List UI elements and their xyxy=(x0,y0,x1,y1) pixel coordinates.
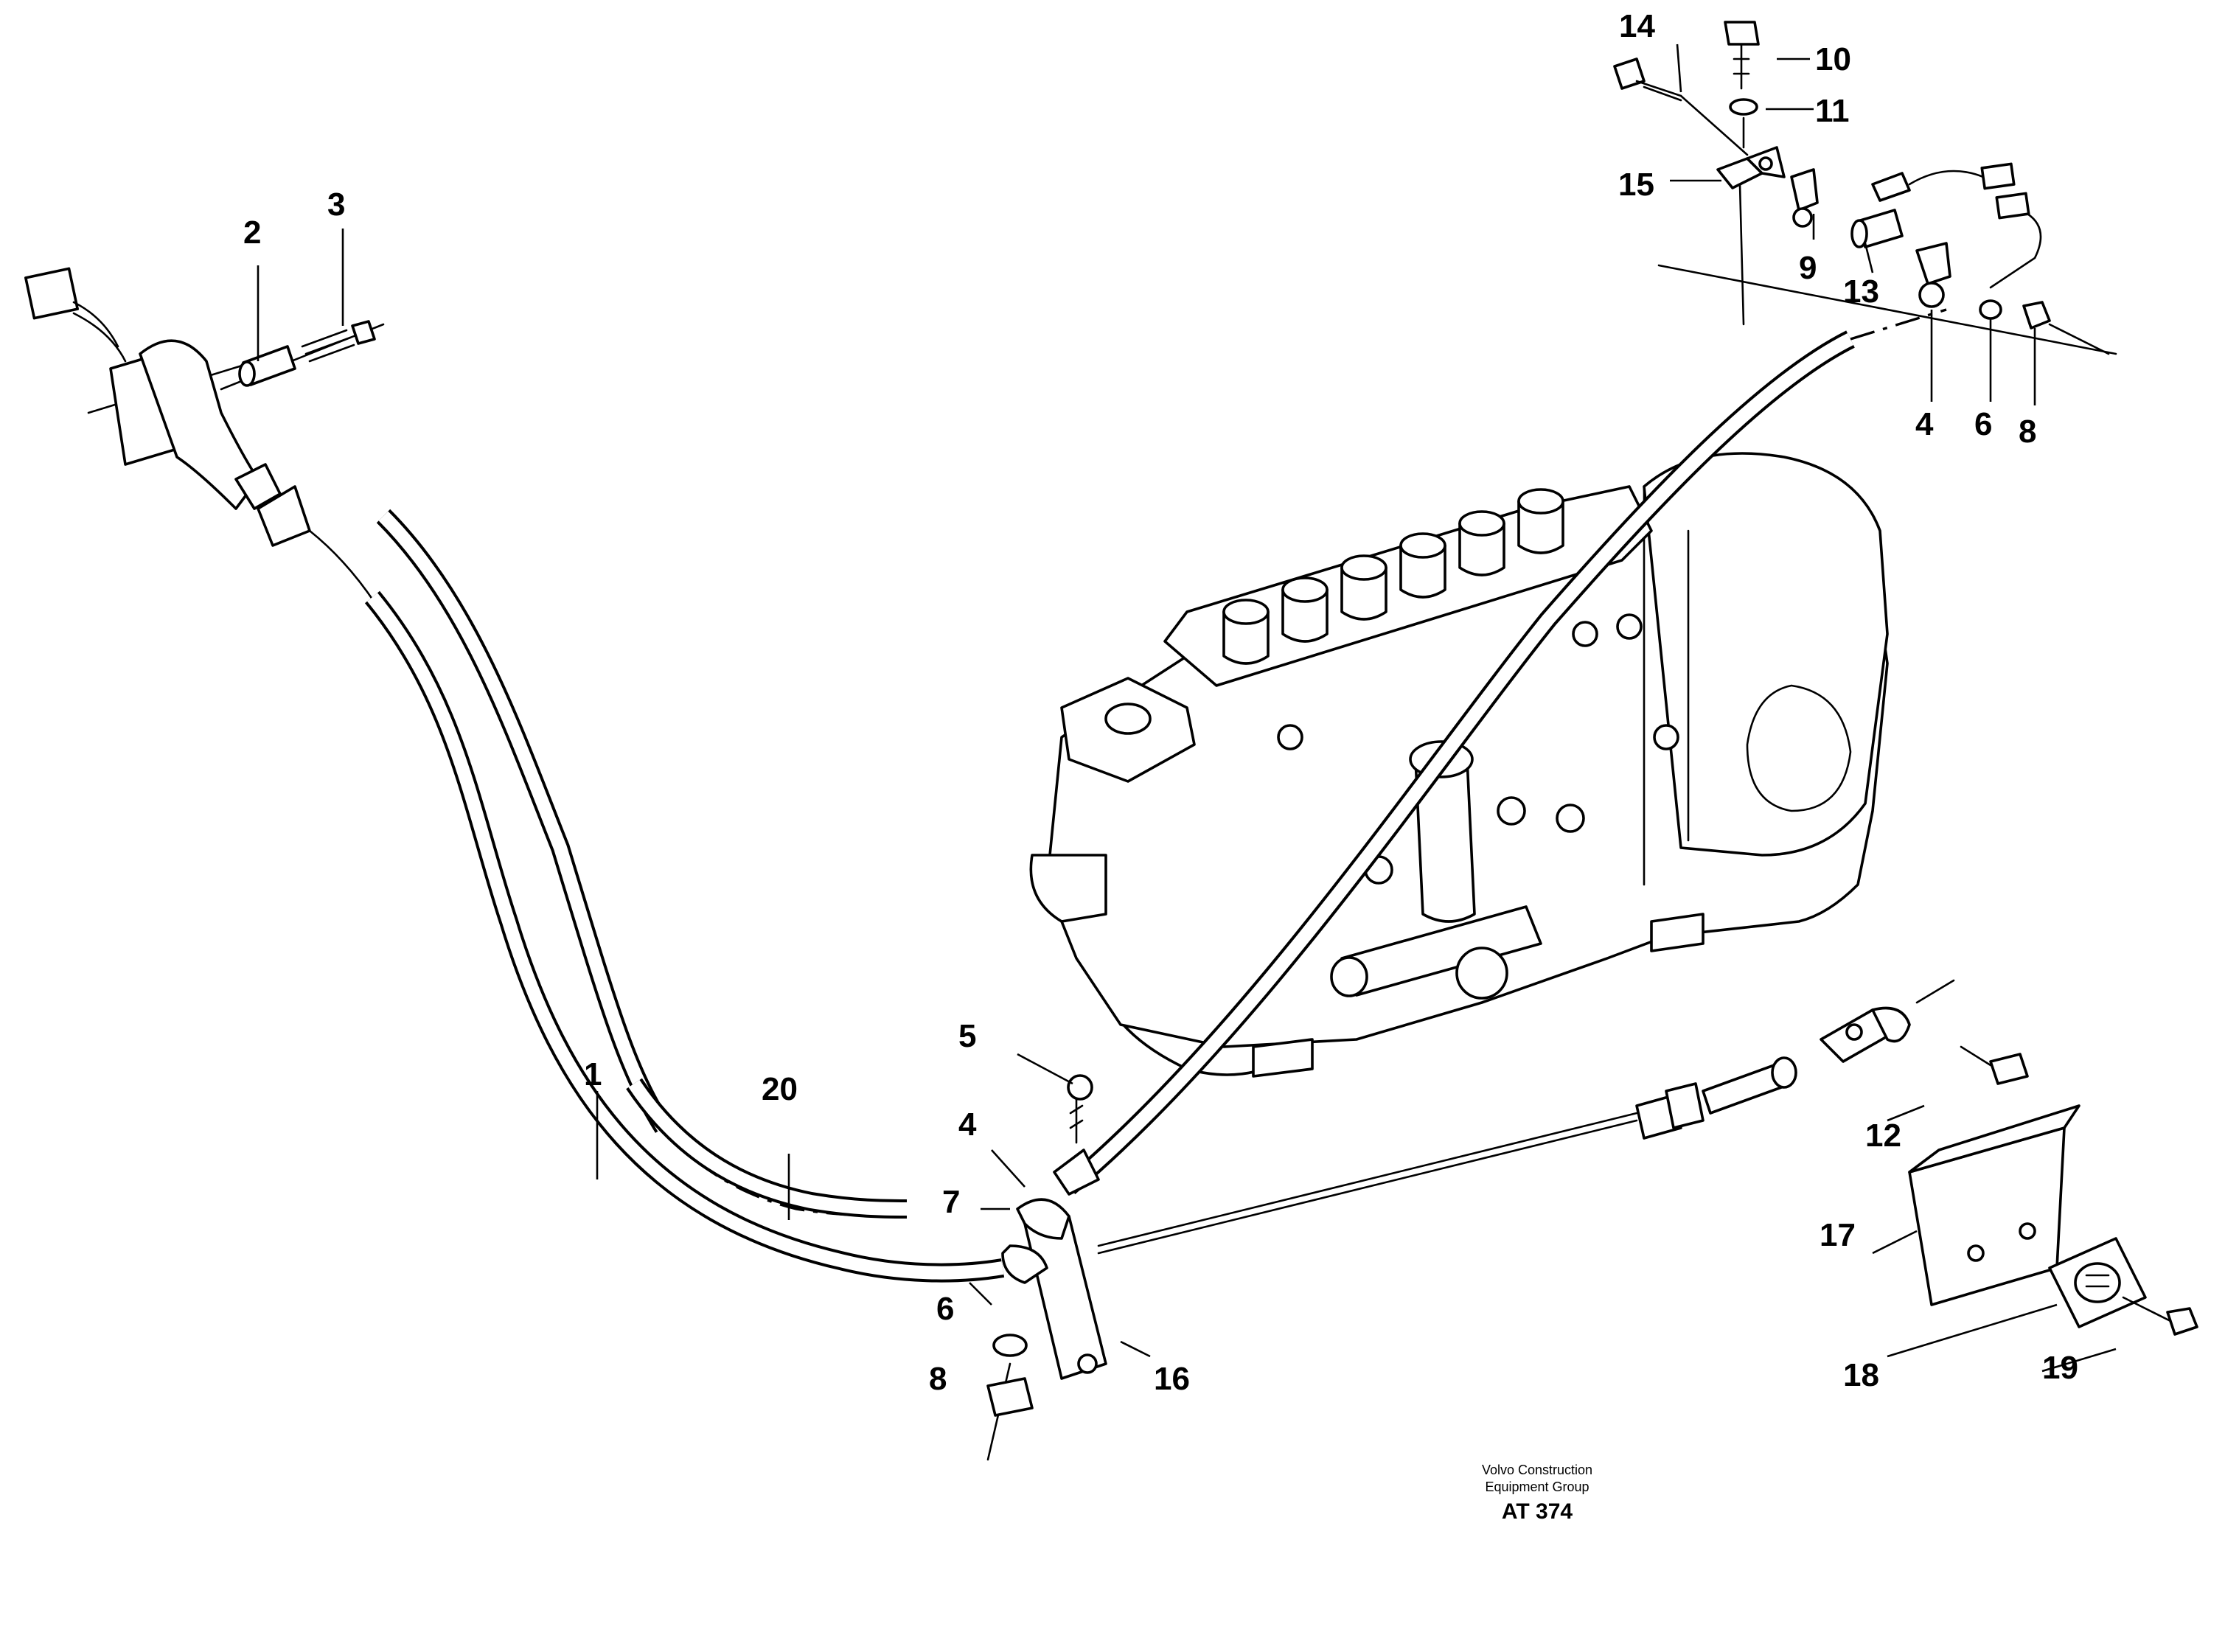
callout-16: 16 xyxy=(1154,1361,1190,1397)
callout-numbers: 1 2 3 4 4 5 6 6 7 8 8 9 10 11 12 13 14 1… xyxy=(243,8,2078,1397)
callout-12: 12 xyxy=(1865,1118,1901,1154)
callout-5: 5 xyxy=(958,1018,976,1054)
top-right-clip-assembly xyxy=(1613,21,2117,355)
delivery-valve-holders xyxy=(1222,488,1564,665)
cover-plate-17 xyxy=(1908,1104,2081,1306)
stop-cable xyxy=(1062,308,1947,1194)
callout-10: 10 xyxy=(1815,41,1851,77)
callout-8-top: 8 xyxy=(2019,414,2036,450)
screw-19 xyxy=(2122,1296,2198,1336)
callout-1: 1 xyxy=(584,1056,602,1092)
callout-9: 9 xyxy=(1799,250,1817,286)
bushing-and-screw xyxy=(220,320,385,391)
callout-18: 18 xyxy=(1843,1357,1879,1393)
stop-solenoid xyxy=(24,267,377,606)
callout-13: 13 xyxy=(1843,273,1879,310)
footer-line-2: Equipment Group xyxy=(1485,1480,1589,1494)
callout-15: 15 xyxy=(1618,167,1654,203)
leader-lines xyxy=(257,43,2117,1373)
callout-8-bottom: 8 xyxy=(929,1361,947,1397)
callout-19: 19 xyxy=(2042,1350,2078,1386)
callout-4-bottom: 4 xyxy=(958,1106,977,1143)
callout-2: 2 xyxy=(243,215,261,251)
control-cable-1 xyxy=(364,590,1005,1283)
footer-line-1: Volvo Construction xyxy=(1482,1463,1592,1477)
publisher-footer: Volvo Construction Equipment Group AT 37… xyxy=(1482,1463,1592,1524)
callout-7: 7 xyxy=(942,1184,960,1220)
throttle-rod xyxy=(1097,979,2029,1255)
seal-18 xyxy=(2048,1237,2147,1328)
callout-6-bottom: 6 xyxy=(936,1291,954,1327)
bracket-16 xyxy=(986,1074,1107,1461)
callout-3: 3 xyxy=(327,187,345,223)
callout-4-top: 4 xyxy=(1915,406,1934,442)
callout-11: 11 xyxy=(1815,93,1850,129)
figure-code: AT 374 xyxy=(1502,1499,1573,1524)
callout-20: 20 xyxy=(762,1071,798,1107)
control-cable-20 xyxy=(376,509,908,1219)
injection-pump xyxy=(1029,452,1889,1078)
callout-14: 14 xyxy=(1619,8,1655,44)
callout-17: 17 xyxy=(1820,1217,1856,1253)
callout-6-top: 6 xyxy=(1974,406,1992,442)
